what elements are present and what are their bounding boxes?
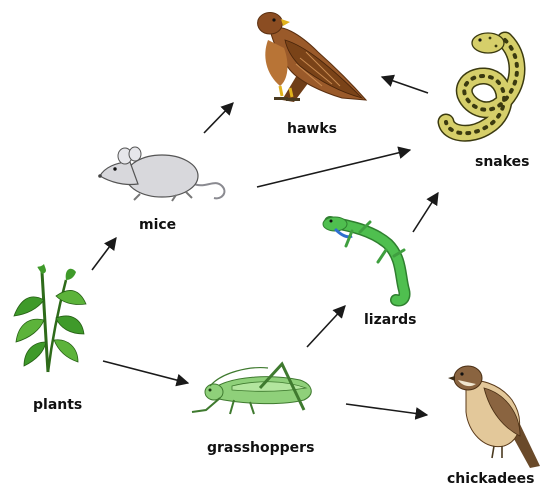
label-mice: mice (139, 217, 176, 233)
chickadee-icon (448, 366, 540, 468)
arrow-grasshoppers-to-chickadees (346, 404, 427, 415)
label-grasshoppers: grasshoppers (207, 440, 314, 456)
arrow-plants-to-mice (92, 238, 116, 270)
lizard-icon (323, 217, 405, 301)
mouse-icon (98, 147, 224, 201)
plant-icon (14, 264, 86, 372)
label-plants: plants (33, 397, 82, 413)
label-chickadees: chickadees (447, 471, 534, 485)
arrow-grasshoppers-to-lizards (307, 306, 345, 347)
label-snakes: snakes (475, 154, 530, 170)
arrow-plants-to-grasshoppers (103, 361, 188, 383)
arrow-lizards-to-snakes (413, 193, 438, 232)
arrow-mice-to-snakes (257, 150, 410, 187)
arrow-mice-to-hawks (204, 103, 233, 133)
snake-icon (446, 33, 517, 133)
label-hawks: hawks (287, 121, 337, 137)
grasshopper-icon (192, 364, 311, 414)
label-lizards: lizards (364, 312, 416, 328)
hawk-icon (258, 13, 366, 103)
arrow-snakes-to-hawks (382, 77, 428, 93)
